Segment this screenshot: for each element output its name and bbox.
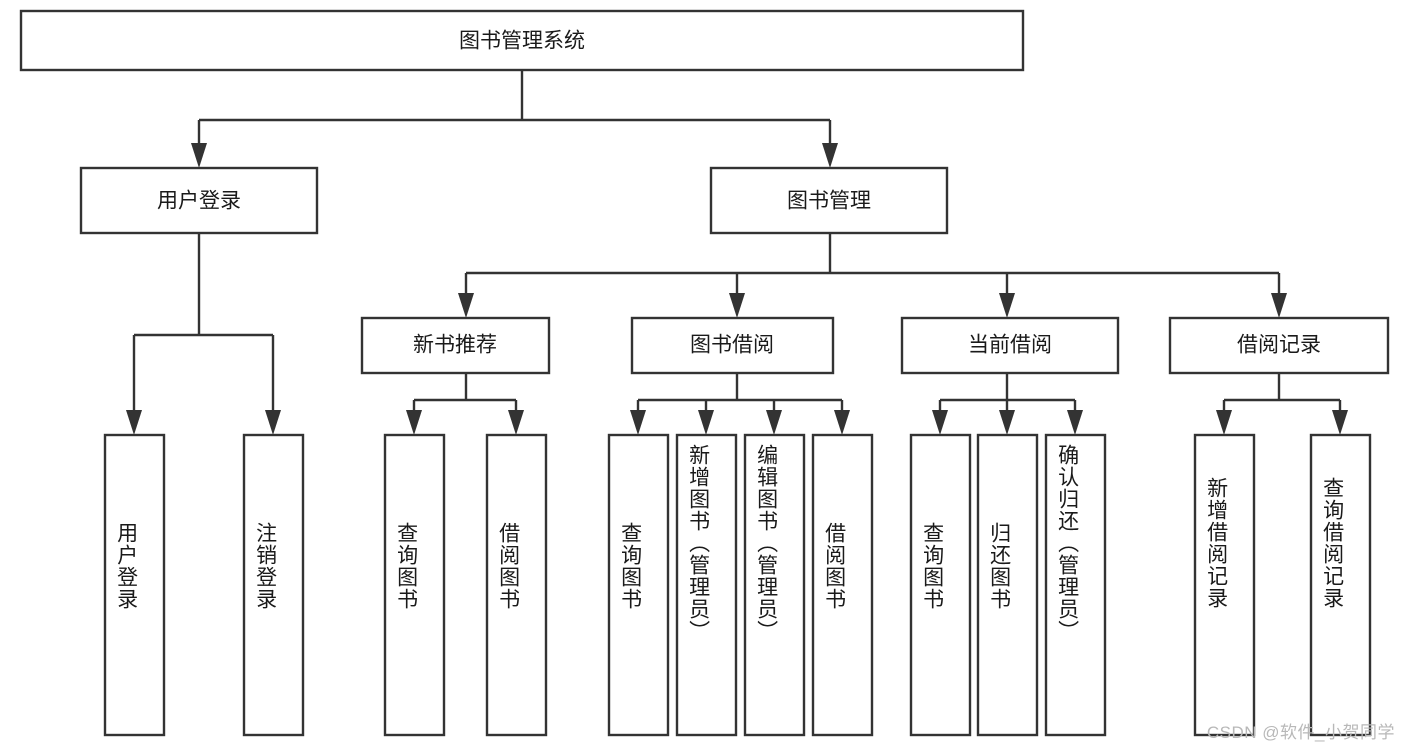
node-new-book-recommend[interactable]: 新书推荐 xyxy=(360,316,551,375)
node-box[interactable] xyxy=(242,433,305,737)
arrow-head-leaf-query-book-2 xyxy=(630,410,646,435)
node-label: 图书管理系统 xyxy=(459,30,585,53)
node-box[interactable] xyxy=(709,166,949,235)
arrow-head-user-login xyxy=(191,143,207,168)
node-box[interactable] xyxy=(909,433,972,737)
node-root-book-management-system[interactable]: 图书管理系统 xyxy=(19,9,1025,72)
node-box[interactable] xyxy=(19,9,1025,72)
node-label: 归还图书 xyxy=(988,522,1012,610)
node-label: 新书推荐 xyxy=(413,334,497,357)
node-label: 查询图书 xyxy=(921,522,945,610)
arrow-head-leaf-query-record xyxy=(1332,410,1348,435)
arrow-head-leaf-query-book-1 xyxy=(406,410,422,435)
arrow-head-book-borrow xyxy=(729,293,745,318)
arrow-head-leaf-query-book-3 xyxy=(932,410,948,435)
node-label: 确认归还（管理员） xyxy=(1056,444,1080,642)
leaf-node-query-book-recommend[interactable]: 查询图书 xyxy=(383,433,446,737)
node-box[interactable] xyxy=(1193,433,1256,737)
node-book-management[interactable]: 图书管理 xyxy=(709,166,949,235)
node-box[interactable] xyxy=(811,433,874,737)
node-label: 注销登录 xyxy=(254,522,278,610)
node-label: 查询图书 xyxy=(619,522,643,610)
node-label: 借阅图书 xyxy=(497,522,521,610)
node-box[interactable] xyxy=(630,316,835,375)
connector-layer xyxy=(126,70,1348,435)
node-label: 当前借阅 xyxy=(968,334,1052,357)
node-label: 新增图书（管理员） xyxy=(687,444,711,642)
node-label: 用户登录 xyxy=(115,522,139,610)
node-box[interactable] xyxy=(1309,433,1372,737)
arrow-head-leaf-logout xyxy=(265,410,281,435)
node-box[interactable] xyxy=(383,433,446,737)
arrow-head-leaf-borrow-book-2 xyxy=(834,410,850,435)
arrow-head-leaf-edit-book xyxy=(766,410,782,435)
node-current-borrow[interactable]: 当前借阅 xyxy=(900,316,1120,375)
leaf-node-add-book-admin[interactable]: 新增图书（管理员） xyxy=(675,433,738,737)
node-label: 新增借阅记录 xyxy=(1205,477,1229,609)
node-box[interactable] xyxy=(79,166,319,235)
arrow-head-leaf-add-book xyxy=(698,410,714,435)
arrow-head-new-book-recommend xyxy=(458,293,474,318)
node-label: 查询借阅记录 xyxy=(1321,477,1345,609)
node-box[interactable] xyxy=(743,433,806,737)
arrow-head-current-borrow xyxy=(999,293,1015,318)
node-label: 图书管理 xyxy=(787,190,871,213)
arrow-head-leaf-user-login xyxy=(126,410,142,435)
leaf-node-query-book-current[interactable]: 查询图书 xyxy=(909,433,972,737)
leaf-node-confirm-return-admin[interactable]: 确认归还（管理员） xyxy=(1044,433,1107,737)
leaf-node-user-login[interactable]: 用户登录 xyxy=(103,433,166,737)
node-box[interactable] xyxy=(103,433,166,737)
node-user-login[interactable]: 用户登录 xyxy=(79,166,319,235)
node-label: 图书借阅 xyxy=(690,334,774,357)
csdn-watermark: CSDN @软件_小贺同学 xyxy=(1206,723,1395,742)
arrow-head-leaf-borrow-book-1 xyxy=(508,410,524,435)
node-box[interactable] xyxy=(607,433,670,737)
leaf-node-logout[interactable]: 注销登录 xyxy=(242,433,305,737)
arrow-head-leaf-confirm-return xyxy=(1067,410,1083,435)
arrow-head-borrow-record xyxy=(1271,293,1287,318)
node-label: 借阅记录 xyxy=(1237,334,1321,357)
leaf-node-edit-book-admin[interactable]: 编辑图书（管理员） xyxy=(743,433,806,737)
arrow-head-leaf-return-book xyxy=(999,410,1015,435)
arrow-head-book-mgmt xyxy=(822,143,838,168)
node-box[interactable] xyxy=(360,316,551,375)
node-book-borrow[interactable]: 图书借阅 xyxy=(630,316,835,375)
node-label: 编辑图书（管理员） xyxy=(755,444,779,642)
node-label: 查询图书 xyxy=(395,522,419,610)
node-label: 借阅图书 xyxy=(823,522,847,610)
node-borrow-record[interactable]: 借阅记录 xyxy=(1168,316,1390,375)
node-box[interactable] xyxy=(1044,433,1107,737)
leaf-node-query-borrow-record[interactable]: 查询借阅记录 xyxy=(1309,433,1372,737)
node-box[interactable] xyxy=(976,433,1039,737)
leaf-node-add-borrow-record[interactable]: 新增借阅记录 xyxy=(1193,433,1256,737)
node-box[interactable] xyxy=(900,316,1120,375)
leaf-node-borrow-book-borrow[interactable]: 借阅图书 xyxy=(811,433,874,737)
leaf-node-borrow-book-recommend[interactable]: 借阅图书 xyxy=(485,433,548,737)
node-label: 用户登录 xyxy=(157,190,241,213)
node-box[interactable] xyxy=(1168,316,1390,375)
node-box[interactable] xyxy=(675,433,738,737)
leaf-node-query-book-borrow[interactable]: 查询图书 xyxy=(607,433,670,737)
leaf-node-return-book[interactable]: 归还图书 xyxy=(976,433,1039,737)
node-box[interactable] xyxy=(485,433,548,737)
arrow-head-leaf-add-record xyxy=(1216,410,1232,435)
